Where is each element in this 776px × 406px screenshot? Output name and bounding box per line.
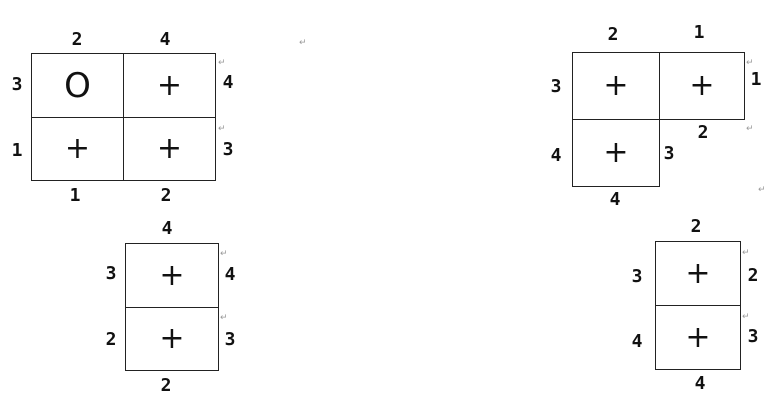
edge-label-top: 1 bbox=[693, 22, 705, 43]
edge-label-inner: 2 bbox=[697, 122, 709, 143]
plus-symbol: + bbox=[64, 131, 91, 166]
grid-cell: + bbox=[31, 117, 124, 181]
return-mark: ↵ bbox=[758, 185, 766, 195]
edge-label-left: 3 bbox=[550, 76, 562, 97]
edge-label-top: 4 bbox=[161, 218, 173, 239]
edge-label-left: 3 bbox=[105, 263, 117, 284]
edge-label-left: 4 bbox=[631, 331, 643, 352]
plus-symbol: + bbox=[156, 67, 183, 103]
edge-label-left: 3 bbox=[631, 266, 643, 287]
edge-label-left: 4 bbox=[550, 145, 562, 166]
plus-symbol: + bbox=[685, 319, 711, 355]
edge-label-top: 2 bbox=[71, 29, 83, 50]
edge-label-right: 2 bbox=[747, 265, 759, 286]
plus-symbol: + bbox=[159, 257, 185, 293]
grid-cell: + bbox=[572, 119, 660, 187]
edge-label-top: 2 bbox=[690, 216, 702, 237]
edge-label-bottom: 4 bbox=[609, 189, 621, 210]
grid-cell: + bbox=[125, 243, 219, 308]
edge-label-bottom: 4 bbox=[694, 373, 706, 394]
return-mark: ↵ bbox=[218, 124, 226, 134]
return-mark: ↵ bbox=[742, 248, 750, 258]
edge-label-right: 3 bbox=[747, 326, 759, 347]
return-mark: ↵ bbox=[220, 249, 228, 259]
grid-cell: + bbox=[655, 305, 741, 370]
plus-symbol: + bbox=[159, 321, 185, 356]
grid-cell: + bbox=[123, 117, 216, 181]
plus-symbol: + bbox=[603, 68, 629, 103]
return-mark: ↵ bbox=[218, 58, 226, 68]
grid-cell: + bbox=[572, 52, 660, 120]
edge-label-right: 3 bbox=[663, 143, 675, 164]
edge-label-right: 3 bbox=[222, 139, 234, 160]
edge-label-bottom: 2 bbox=[160, 375, 172, 396]
grid-cell: + bbox=[125, 307, 219, 371]
return-mark: ↵ bbox=[299, 38, 307, 48]
return-mark: ↵ bbox=[742, 312, 750, 322]
circle-symbol: O bbox=[64, 65, 91, 106]
grid-cell: + bbox=[655, 241, 741, 306]
edge-label-right: 1 bbox=[750, 69, 762, 90]
edge-label-top: 2 bbox=[607, 24, 619, 45]
grid-cell: + bbox=[659, 52, 745, 120]
edge-label-right: 4 bbox=[224, 264, 236, 285]
edge-label-left: 2 bbox=[105, 329, 117, 350]
grid-cell: + bbox=[123, 53, 216, 118]
edge-label-bottom: 1 bbox=[69, 185, 81, 206]
grid-cell: O bbox=[31, 53, 124, 118]
edge-label-left: 3 bbox=[11, 74, 23, 95]
return-mark: ↵ bbox=[220, 313, 228, 323]
return-mark: ↵ bbox=[746, 58, 754, 68]
edge-label-right: 4 bbox=[222, 72, 234, 93]
plus-symbol: + bbox=[603, 135, 629, 170]
plus-symbol: + bbox=[689, 68, 715, 103]
edge-label-bottom: 2 bbox=[160, 185, 172, 206]
plus-symbol: + bbox=[685, 255, 711, 291]
edge-label-top: 4 bbox=[159, 29, 171, 50]
return-mark: ↵ bbox=[746, 124, 754, 134]
plus-symbol: + bbox=[156, 131, 183, 166]
edge-label-right: 3 bbox=[224, 329, 236, 350]
edge-label-left: 1 bbox=[11, 140, 23, 161]
